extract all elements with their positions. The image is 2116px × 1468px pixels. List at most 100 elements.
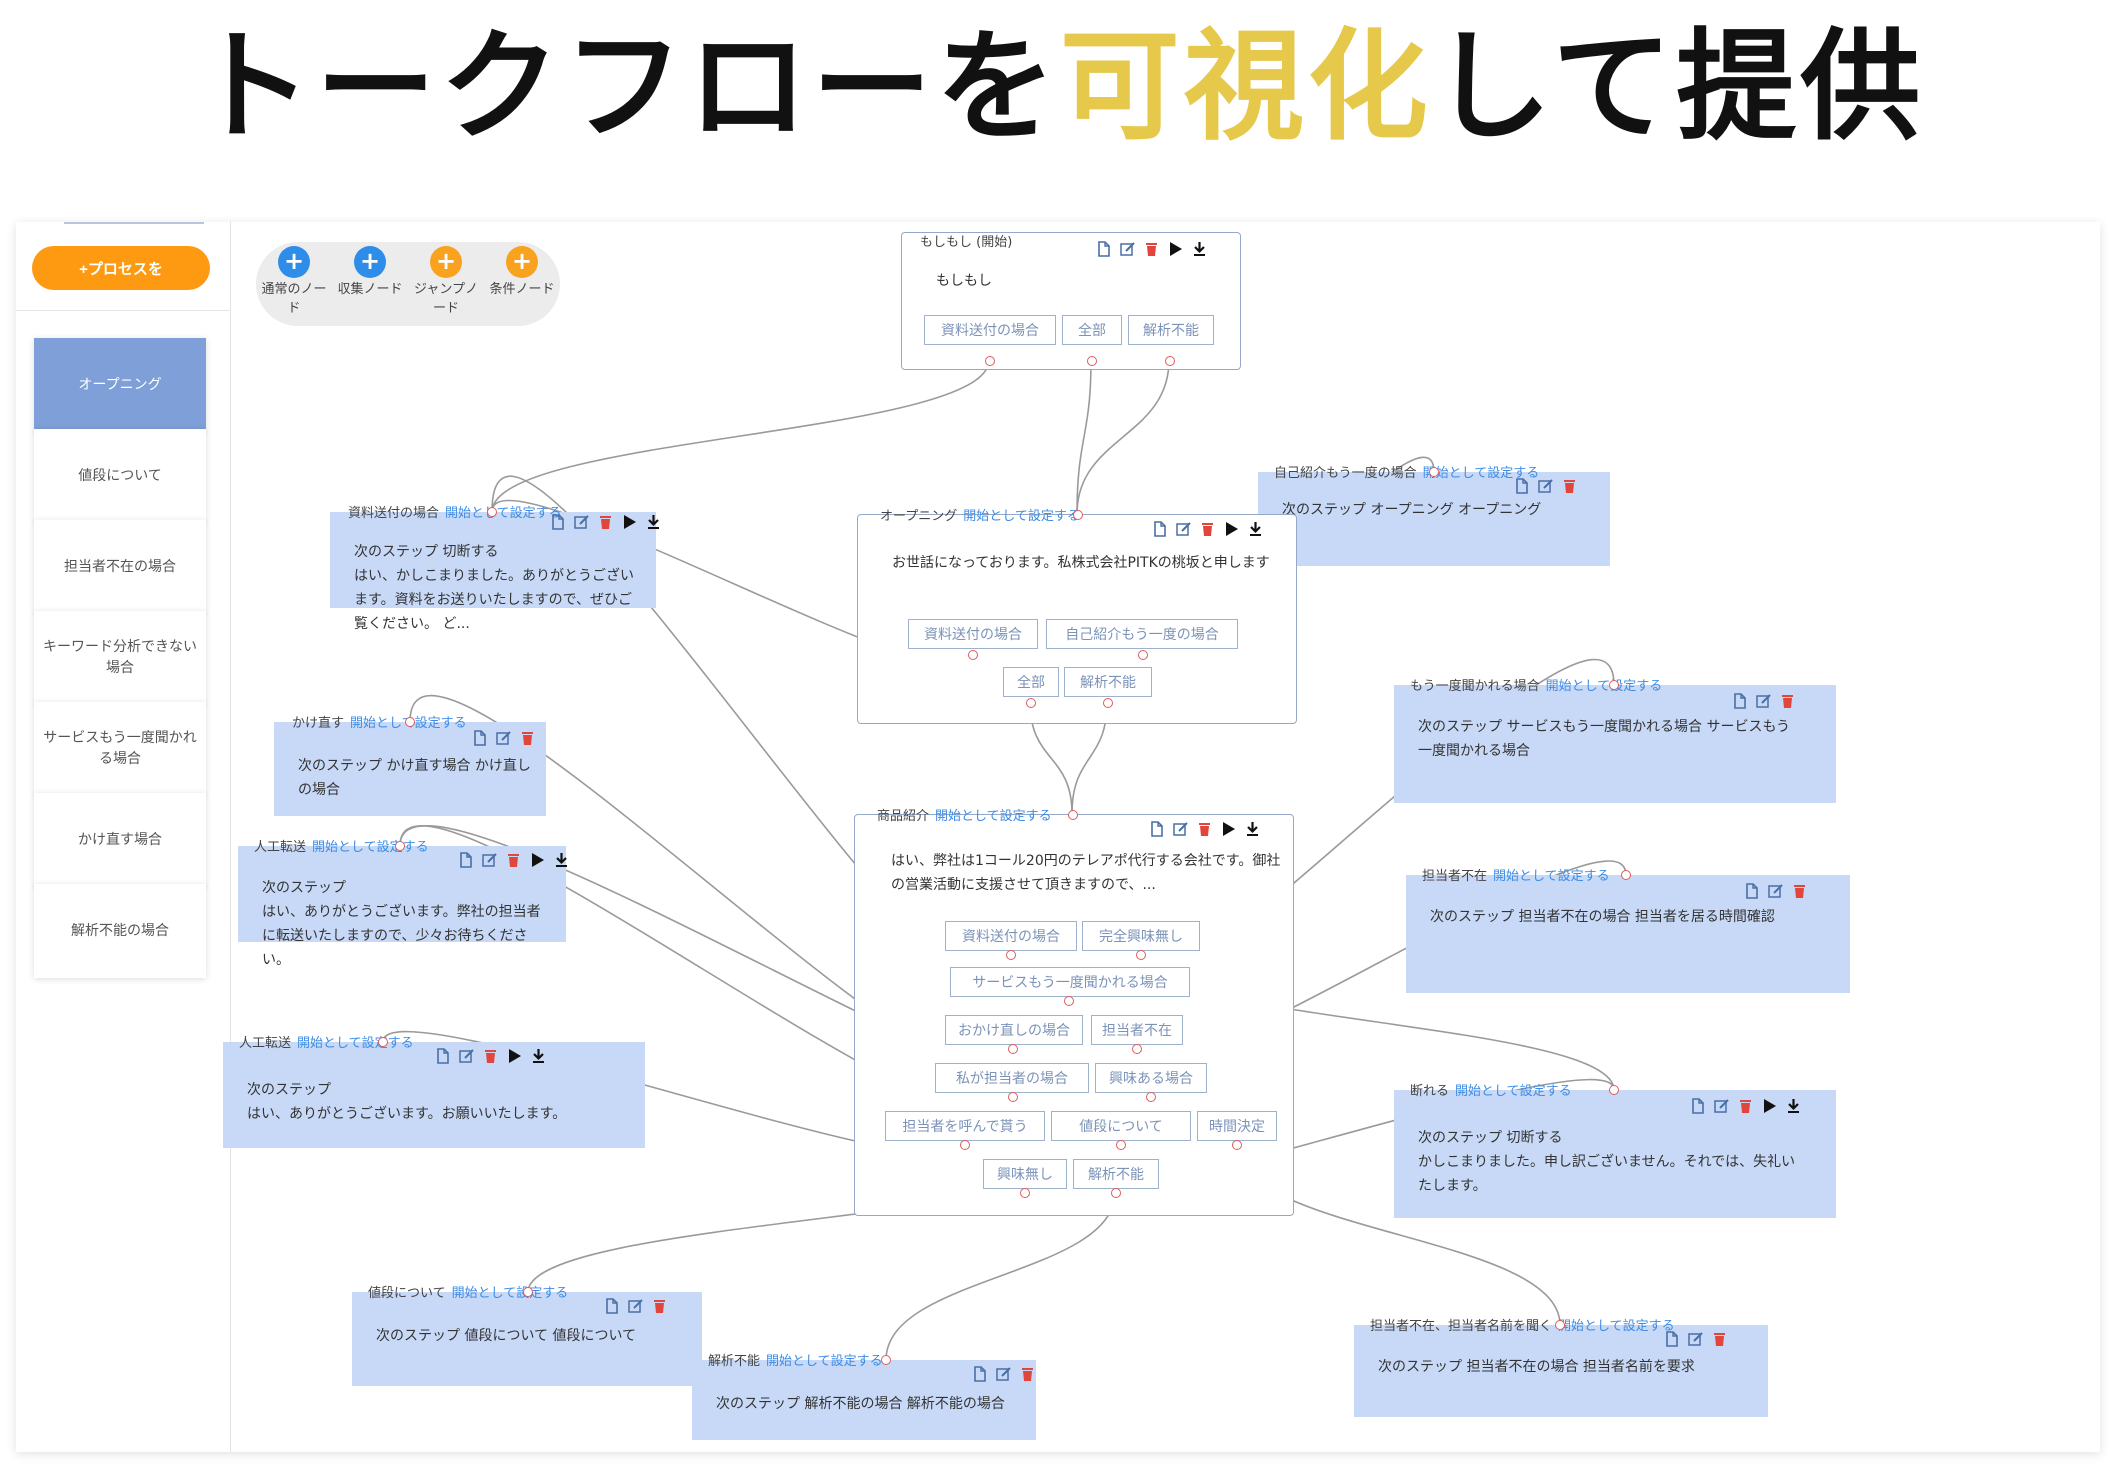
trash-icon[interactable] xyxy=(1562,478,1577,494)
add-process-button[interactable]: +プロセスを xyxy=(32,246,210,290)
edit-icon[interactable] xyxy=(482,852,497,868)
condition-button[interactable]: 解析不能 xyxy=(1073,1159,1159,1189)
play-icon[interactable] xyxy=(530,852,545,868)
flow-node-mouichido[interactable]: もう一度聞かれる場合開始として設定する次のステップ サービスもう一度聞かれる場合… xyxy=(1394,679,1836,803)
copy-icon[interactable] xyxy=(1664,1331,1679,1347)
edit-icon[interactable] xyxy=(1714,1098,1729,1114)
connection-port[interactable] xyxy=(1064,996,1074,1006)
download-icon[interactable] xyxy=(554,852,569,868)
connection-port[interactable] xyxy=(1111,1188,1121,1198)
process-item-keyword-fail[interactable]: キーワード分析できない場合 xyxy=(34,611,206,705)
connection-port[interactable] xyxy=(1026,698,1036,708)
trash-icon[interactable] xyxy=(1792,883,1807,899)
set-start-link[interactable]: 開始として設定する xyxy=(451,1286,569,1301)
trash-icon[interactable] xyxy=(1738,1098,1753,1114)
condition-button[interactable]: 資料送付の場合 xyxy=(924,315,1056,345)
connection-port[interactable] xyxy=(1621,870,1631,880)
condition-button[interactable]: 担当者を呼んで貰う xyxy=(885,1111,1045,1141)
connection-port[interactable] xyxy=(1429,467,1439,477)
condition-button[interactable]: 解析不能 xyxy=(1064,667,1152,697)
copy-icon[interactable] xyxy=(1732,693,1747,709)
process-item-opening[interactable]: オープニング xyxy=(34,338,206,432)
flow-node-tanto[interactable]: 担当者不在開始として設定する次のステップ 担当者不在の場合 担当者を居る時間確認 xyxy=(1406,869,1850,993)
edit-icon[interactable] xyxy=(1120,241,1135,257)
process-item-service-again[interactable]: サービスもう一度聞かれる場合 xyxy=(34,702,206,796)
copy-icon[interactable] xyxy=(1152,521,1167,537)
trash-icon[interactable] xyxy=(520,730,535,746)
flow-node-kakenaosu[interactable]: かけ直す開始として設定する次のステップ かけ直す場合 かけ直しの場合 xyxy=(274,716,546,816)
connection-port[interactable] xyxy=(1136,950,1146,960)
condition-button[interactable]: 完全興味無し xyxy=(1082,921,1200,951)
set-start-link[interactable]: 開始として設定する xyxy=(935,809,1052,824)
edit-icon[interactable] xyxy=(1173,821,1188,837)
connection-port[interactable] xyxy=(1146,1092,1156,1102)
connection-port[interactable] xyxy=(1068,810,1078,820)
condition-button[interactable]: 全部 xyxy=(1062,315,1122,345)
copy-icon[interactable] xyxy=(458,852,473,868)
play-icon[interactable] xyxy=(1224,521,1239,537)
download-icon[interactable] xyxy=(646,514,661,530)
condition-button[interactable]: 興味ある場合 xyxy=(1095,1063,1207,1093)
edit-icon[interactable] xyxy=(1538,478,1553,494)
set-start-link[interactable]: 開始として設定する xyxy=(1422,466,1540,481)
connection-port[interactable] xyxy=(395,841,405,851)
connection-port[interactable] xyxy=(1073,510,1083,520)
condition-button[interactable]: 解析不能 xyxy=(1128,315,1214,345)
trash-icon[interactable] xyxy=(598,514,613,530)
flow-node-jiko[interactable]: 自己紹介もう一度の場合開始として設定する次のステップ オープニング オープニング xyxy=(1258,466,1610,566)
set-start-link[interactable]: 開始として設定する xyxy=(312,840,429,855)
set-start-link[interactable]: 開始として設定する xyxy=(963,509,1080,524)
set-start-link[interactable]: 開始として設定する xyxy=(297,1036,414,1051)
copy-icon[interactable] xyxy=(550,514,565,530)
edit-icon[interactable] xyxy=(1756,693,1771,709)
copy-icon[interactable] xyxy=(472,730,487,746)
connection-port[interactable] xyxy=(985,356,995,366)
edit-icon[interactable] xyxy=(628,1298,643,1314)
connection-port[interactable] xyxy=(1609,1085,1619,1095)
flow-node-opening[interactable]: オープニング開始として設定するお世話になっております。私株式会社PITKの桃坂と… xyxy=(857,509,1297,724)
connection-port[interactable] xyxy=(1008,1044,1018,1054)
condition-button[interactable]: 資料送付の場合 xyxy=(945,921,1077,951)
connection-port[interactable] xyxy=(960,1140,970,1150)
copy-icon[interactable] xyxy=(972,1366,987,1382)
connection-port[interactable] xyxy=(1138,650,1148,660)
edit-icon[interactable] xyxy=(996,1366,1011,1382)
process-item-absent[interactable]: 担当者不在の場合 xyxy=(34,520,206,614)
flow-node-nedan[interactable]: 値段について開始として設定する次のステップ 値段について 値段について xyxy=(352,1286,702,1386)
set-start-link[interactable]: 開始として設定する xyxy=(1455,1084,1572,1099)
connection-port[interactable] xyxy=(1165,356,1175,366)
condition-button[interactable]: 資料送付の場合 xyxy=(908,619,1038,649)
condition-button[interactable]: サービスもう一度聞かれる場合 xyxy=(950,967,1190,997)
connection-port[interactable] xyxy=(1006,950,1016,960)
flow-canvas[interactable]: + 通常のノード + 収集ノード + ジャンプノード + 条件ノード 資料送付の… xyxy=(223,222,2100,1452)
condition-button[interactable]: おかけ直しの場合 xyxy=(945,1015,1083,1045)
flow-node-kotowa[interactable]: 断れる開始として設定する次のステップ 切断する かしこまりました。申し訳ございま… xyxy=(1394,1084,1836,1218)
edit-icon[interactable] xyxy=(1176,521,1191,537)
set-start-link[interactable]: 開始として設定する xyxy=(1545,679,1663,694)
flow-node-jinko1[interactable]: 人工転送開始として設定する次のステップ はい、ありがとうございます。弊社の担当者… xyxy=(238,840,569,968)
download-icon[interactable] xyxy=(531,1048,546,1064)
flow-node-tanto2[interactable]: 担当者不在、担当者名前を聞く開始として設定する次のステップ 担当者不在の場合 担… xyxy=(1354,1319,1768,1417)
connection-port[interactable] xyxy=(378,1037,388,1047)
connection-port[interactable] xyxy=(1555,1320,1565,1330)
play-icon[interactable] xyxy=(507,1048,522,1064)
connection-port[interactable] xyxy=(523,1287,533,1297)
edit-icon[interactable] xyxy=(496,730,511,746)
trash-icon[interactable] xyxy=(1197,821,1212,837)
flow-node-shiryo[interactable]: 資料送付の場合開始として設定する次のステップ 切断する はい、かしこまりました。… xyxy=(330,506,659,632)
copy-icon[interactable] xyxy=(1690,1098,1705,1114)
copy-icon[interactable] xyxy=(1514,478,1529,494)
connection-port[interactable] xyxy=(1232,1140,1242,1150)
connection-port[interactable] xyxy=(968,650,978,660)
condition-button[interactable]: 興味無し xyxy=(983,1159,1067,1189)
download-icon[interactable] xyxy=(1786,1098,1801,1114)
copy-icon[interactable] xyxy=(604,1298,619,1314)
trash-icon[interactable] xyxy=(1200,521,1215,537)
download-icon[interactable] xyxy=(1245,821,1260,837)
palette-jump-node[interactable]: + ジャンプノード xyxy=(408,246,484,318)
set-start-link[interactable]: 開始として設定する xyxy=(1558,1319,1675,1334)
copy-icon[interactable] xyxy=(1744,883,1759,899)
trash-icon[interactable] xyxy=(483,1048,498,1064)
play-icon[interactable] xyxy=(622,514,637,530)
trash-icon[interactable] xyxy=(1780,693,1795,709)
